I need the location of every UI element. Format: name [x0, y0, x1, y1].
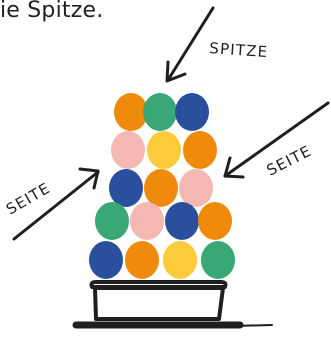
arrow-top-icon [168, 8, 213, 80]
macaron-green [143, 93, 177, 131]
macaron-yellow [163, 241, 197, 279]
macaron-orange [198, 202, 232, 240]
macaron-orange [183, 131, 217, 169]
macaron-pink [111, 131, 145, 169]
macaron-blue [175, 93, 209, 131]
stand-body [95, 288, 223, 319]
macaron-blue [165, 202, 199, 240]
macaron-orange [114, 93, 148, 131]
macaron-pink [179, 169, 213, 207]
cake-stand [76, 282, 272, 326]
macaron-group [89, 93, 235, 279]
label-right: SEITE [264, 142, 315, 180]
macaron-green [201, 241, 235, 279]
macaron-yellow [147, 131, 181, 169]
macaron-orange [125, 241, 159, 279]
macaron-blue [109, 169, 143, 207]
macaron-orange [144, 169, 178, 207]
macaron-green [95, 202, 129, 240]
macaron-blue [89, 241, 123, 279]
macaron-pink [130, 202, 164, 240]
label-top: SPITZE [209, 39, 269, 61]
stand-floor-line [232, 325, 272, 326]
